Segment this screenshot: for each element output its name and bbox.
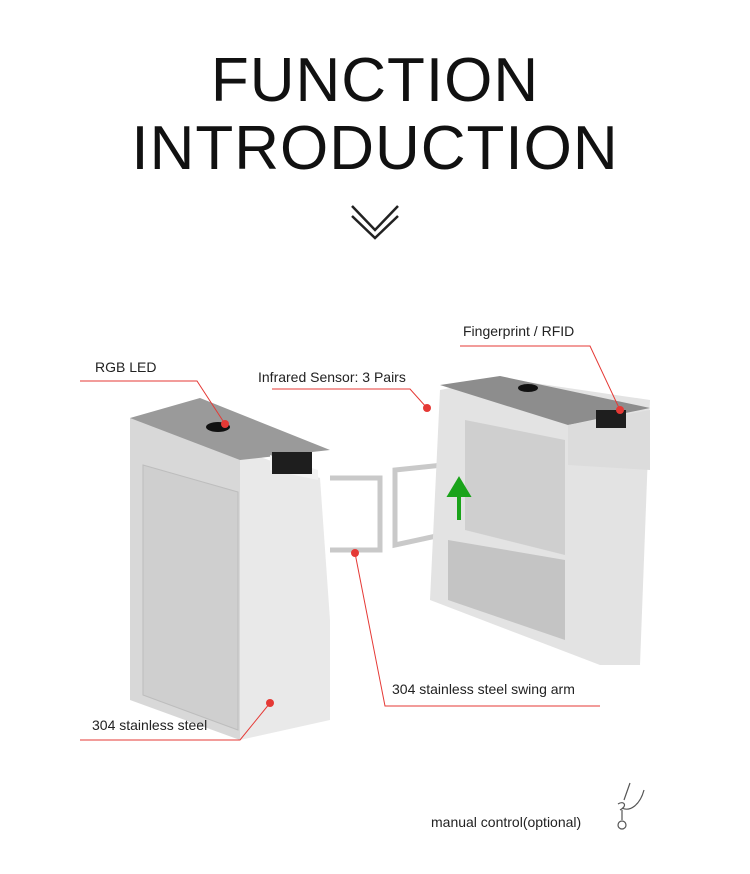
card-reader-left: [272, 452, 312, 474]
title-line-1: FUNCTION: [210, 46, 540, 115]
double-chevron-down-icon: [351, 205, 399, 240]
green-arrow-icon: [446, 476, 472, 520]
label-infrared-sensor: Infrared Sensor: 3 Pairs: [258, 369, 406, 385]
label-stainless-steel: 304 stainless steel: [92, 717, 208, 733]
left-cabinet: [130, 398, 330, 740]
label-swing-arm: 304 stainless steel swing arm: [392, 681, 575, 697]
label-rgb-led: RGB LED: [95, 359, 157, 375]
callout-dots: [221, 404, 624, 707]
title-line-2: INTRODUCTION: [131, 114, 619, 183]
right-cabinet: [430, 376, 650, 665]
card-reader-right: [596, 410, 626, 428]
callout-lines: [80, 345, 621, 741]
label-manual-control: manual control(optional): [431, 814, 582, 830]
hand-press-icon: [617, 782, 645, 830]
label-fingerprint-rfid: Fingerprint / RFID: [463, 323, 575, 339]
